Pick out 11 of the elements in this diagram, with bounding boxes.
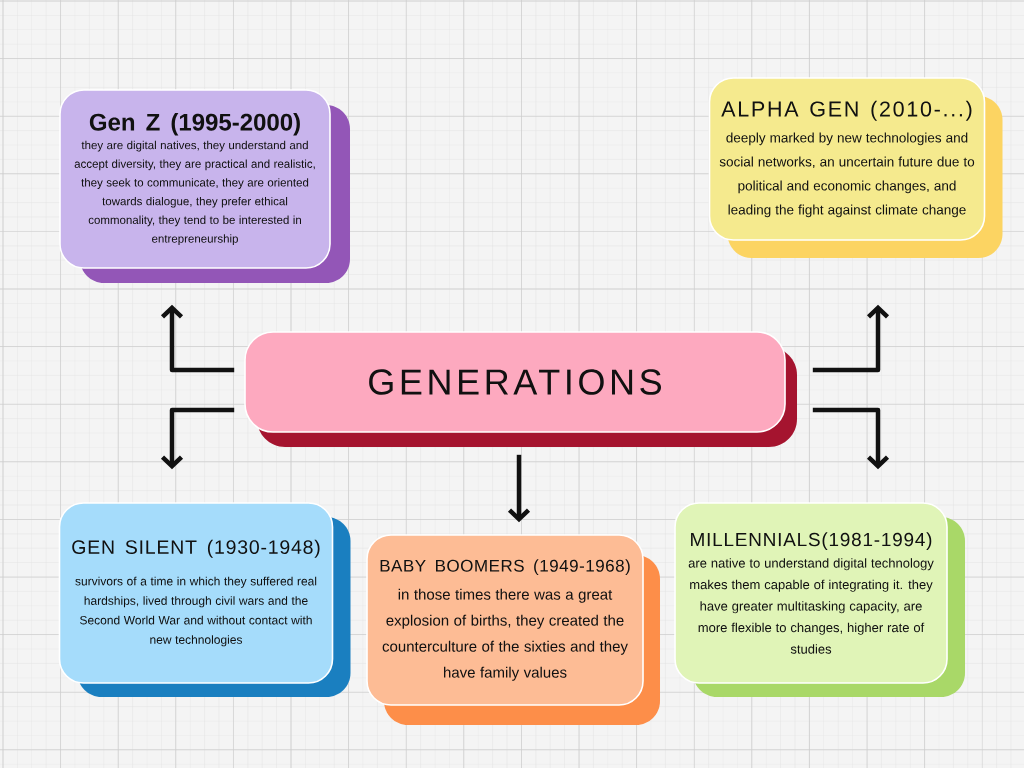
arrow	[160, 407, 235, 470]
generation-card: MILLENNIALS(1981-1994) are native to understand digital technology makes them capable of integrating it. they have greater multitasking capacity, are more flexible to changes, higher rate of studies	[674, 502, 965, 697]
generation-card: Gen Z (1995-2000) they are digital natives, they understand and accept diversity, they are practical and realistic, they seek to communicate, they are oriented towards dialogue, they prefer ethical commonality, they tend to be interested in entrepreneurship	[59, 89, 350, 283]
arrow	[812, 304, 890, 373]
arrow	[812, 407, 890, 470]
generation-card: ALPHA GEN (2010-...) deeply marked by new technologies and social networks, an uncertain future due to political and economic changes, and leading the fight against climate change	[708, 77, 1003, 258]
generation-card: BABY BOOMERS (1949-1968) in those times there was a great explosion of births, they created the counterculture of the sixties and they have family values	[366, 534, 660, 725]
arrow	[507, 454, 531, 523]
central-topic-box: GENERATIONS	[244, 331, 797, 447]
arrow	[160, 304, 235, 373]
generation-card: GEN SILENT (1930-1948) survivors of a time in which they suffered real hardships, lived through civil wars and the Second World War and without contact with new technologies	[58, 502, 351, 697]
